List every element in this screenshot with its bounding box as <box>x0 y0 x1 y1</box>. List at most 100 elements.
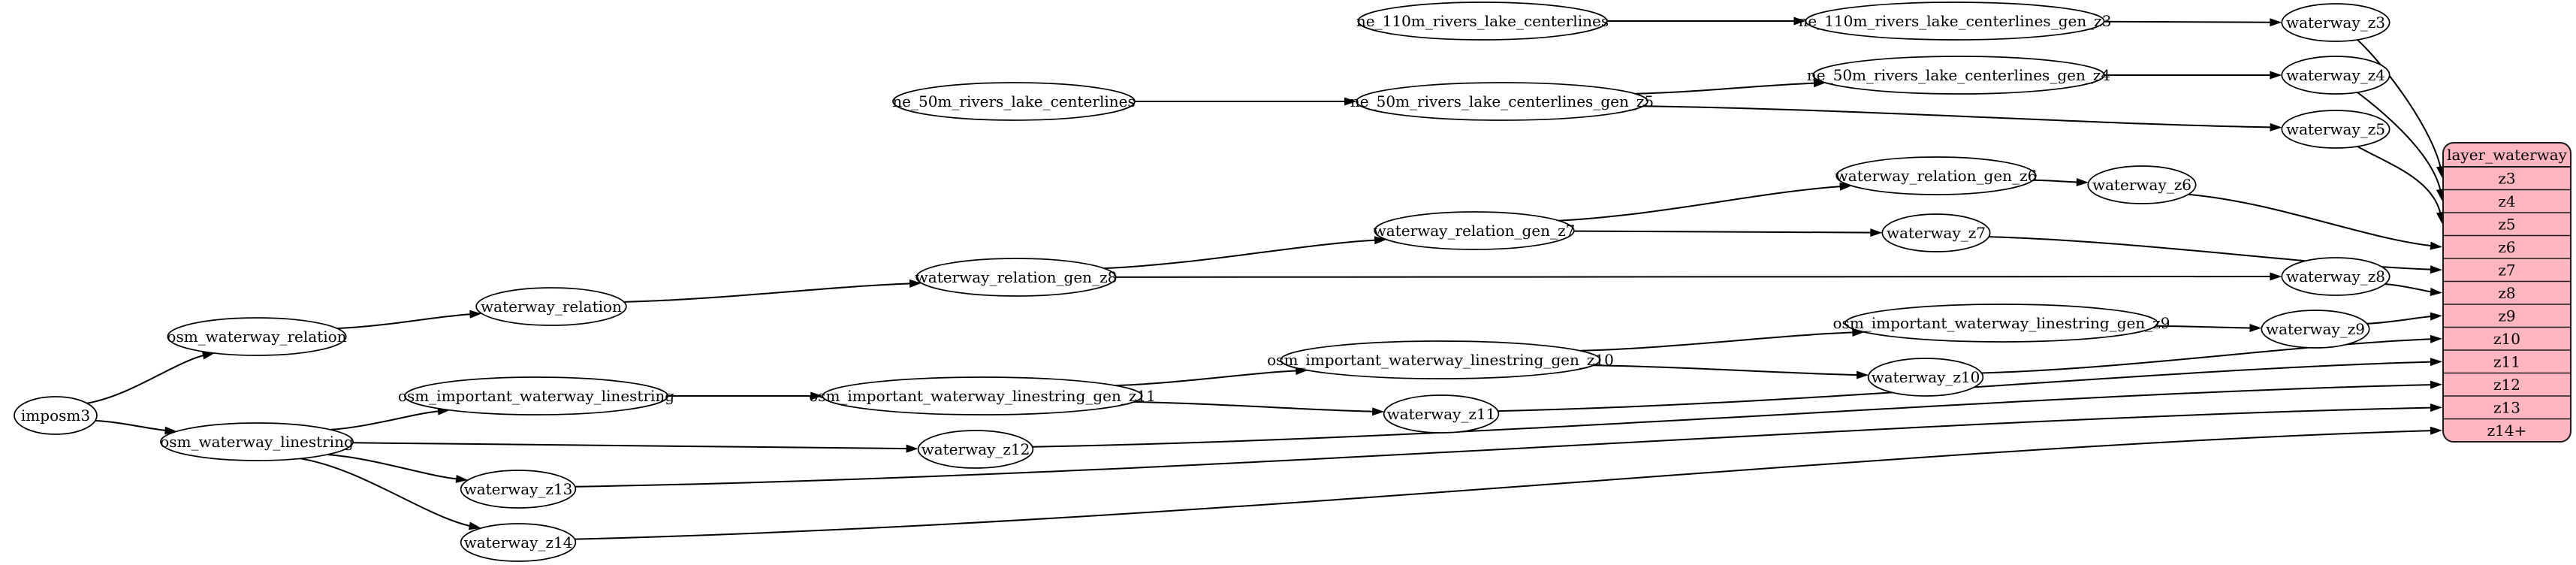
node-label: ne_50m_rivers_lake_centerlines_gen_z5 <box>1350 92 1654 110</box>
node-shape <box>1845 304 2158 343</box>
edge-waterway_relation-to-waterway_relation_gen_z8 <box>623 282 915 303</box>
node-label: ne_50m_rivers_lake_centerlines <box>892 92 1135 110</box>
node-label: ne_110m_rivers_lake_centerlines <box>1356 12 1609 30</box>
arrowhead-icon <box>1374 236 1387 245</box>
node-osm_important_waterway_linestring_gen_z10: osm_important_waterway_linestring_gen_z1… <box>1267 340 1614 379</box>
table-row-z8: z8 <box>2498 284 2515 302</box>
node-shape <box>404 376 668 415</box>
node-waterway_z10: waterway_z10 <box>1867 358 1984 397</box>
node-label: waterway_z13 <box>464 480 573 498</box>
node-waterway_z12: waterway_z12 <box>917 430 1034 469</box>
node-label: imposm3 <box>21 406 90 425</box>
node-label: osm_waterway_relation <box>167 328 346 346</box>
node-shape <box>167 317 347 356</box>
arrowhead-icon <box>2430 380 2442 389</box>
table-row-z10: z10 <box>2493 330 2520 348</box>
node-label: waterway_z7 <box>1887 224 1986 242</box>
node-waterway_relation: waterway_relation <box>475 287 627 326</box>
arrowhead-icon <box>164 426 177 435</box>
node-ne_50m_rivers_lake_centerlines: ne_50m_rivers_lake_centerlines <box>892 82 1136 121</box>
node-label: waterway_z12 <box>922 440 1030 458</box>
node-label: waterway_z8 <box>2286 267 2385 286</box>
node-shape <box>1357 2 1608 41</box>
edge-osm_important_waterway_linestring_gen_z11-to-waterway_z11 <box>1133 400 1377 412</box>
node-label: waterway_relation_gen_z6 <box>1835 167 2038 185</box>
arrowhead-icon <box>2430 312 2442 321</box>
node-shape <box>475 287 627 326</box>
edge-osm_waterway_linestring-to-waterway_z12 <box>352 442 911 450</box>
node-shape <box>915 258 1117 297</box>
edge-osm_important_waterway_linestring_gen_z11-to-osm_important_waterway_linestring_gen_z10 <box>1115 370 1301 387</box>
node-shape <box>1383 394 1500 434</box>
edge-waterway_z4-to-layer_waterway-z4 <box>2357 92 2442 195</box>
node-label: waterway_relation_gen_z8 <box>915 268 1118 286</box>
node-osm_important_waterway_linestring_gen_z11: osm_important_waterway_linestring_gen_z1… <box>809 376 1156 415</box>
table-layer_waterway: layer_waterwayz3z4z5z6z7z8z9z10z11z12z13… <box>2442 142 2571 443</box>
node-label: osm_important_waterway_linestring_gen_z9 <box>1833 314 2170 332</box>
arrowhead-icon <box>1344 97 1357 106</box>
node-label: waterway_z6 <box>2092 176 2191 194</box>
node-label: waterway_z3 <box>2286 14 2385 32</box>
node-label: waterway_z5 <box>2286 120 2385 138</box>
edge-waterway_z3-to-layer_waterway-z3 <box>2357 39 2442 171</box>
edge-ne_50m_rivers_lake_centerlines_gen_z5-to-ne_50m_rivers_lake_centerlines_gen_z4 <box>1635 82 1819 95</box>
node-waterway_z13: waterway_z13 <box>460 470 577 509</box>
node-waterway_relation_gen_z6: waterway_relation_gen_z6 <box>1835 156 2038 195</box>
node-shape <box>2281 56 2390 95</box>
node-imposm3: imposm3 <box>14 396 98 435</box>
node-waterway_z8: waterway_z8 <box>2281 257 2390 296</box>
node-waterway_relation_gen_z7: waterway_relation_gen_z7 <box>1374 211 1576 250</box>
arrowhead-icon <box>2430 288 2442 296</box>
arrowhead-icon <box>1870 228 1883 237</box>
edge-imposm3-to-osm_waterway_linestring <box>95 419 170 432</box>
edge-ne_50m_rivers_lake_centerlines_gen_z5-to-waterway_z5 <box>1642 105 2275 128</box>
arrowhead-icon <box>2270 71 2282 80</box>
node-label: osm_important_waterway_linestring_gen_z1… <box>809 387 1156 405</box>
table-row-z13: z13 <box>2493 398 2520 416</box>
node-shape <box>892 82 1136 121</box>
node-waterway_relation_gen_z8: waterway_relation_gen_z8 <box>915 258 1118 297</box>
node-label: waterway_z4 <box>2286 66 2385 84</box>
arrowhead-icon <box>2430 358 2442 367</box>
node-osm_waterway_linestring: osm_waterway_linestring <box>160 422 354 461</box>
arrowhead-icon <box>2430 265 2442 274</box>
edge-waterway_relation_gen_z7-to-waterway_relation_gen_z6 <box>1558 185 1845 222</box>
arrowhead-icon <box>2270 272 2282 281</box>
edge-osm_waterway_relation-to-waterway_relation <box>336 313 475 330</box>
edge-osm_important_waterway_linestring_gen_z10-to-waterway_z10 <box>1593 364 1862 376</box>
edge-waterway_relation_gen_z8-to-waterway_relation_gen_z7 <box>1103 239 1380 270</box>
arrowhead-icon <box>2430 241 2442 250</box>
node-shape <box>1374 211 1575 250</box>
node-waterway_z9: waterway_z9 <box>2261 310 2370 349</box>
node-label: ne_50m_rivers_lake_centerlines_gen_z4 <box>1807 66 2110 84</box>
arrowhead-icon <box>455 475 469 483</box>
node-shape <box>2281 3 2390 42</box>
arrowhead-icon <box>2076 178 2089 186</box>
node-label: osm_waterway_linestring <box>160 433 354 451</box>
arrowhead-icon <box>1793 17 1806 26</box>
node-ne_50m_rivers_lake_centerlines_gen_z5: ne_50m_rivers_lake_centerlines_gen_z5 <box>1350 82 1654 121</box>
arrowhead-icon <box>2430 426 2442 435</box>
arrowhead-icon <box>810 391 823 400</box>
table-row-z12: z12 <box>2493 376 2520 394</box>
edge-waterway_z5-to-layer_waterway-z5 <box>2357 146 2442 217</box>
arrowhead-icon <box>2249 324 2262 332</box>
node-waterway_z14: waterway_z14 <box>460 523 577 562</box>
node-shape <box>460 470 577 509</box>
node-label: waterway_relation_gen_z7 <box>1374 222 1576 240</box>
node-osm_important_waterway_linestring: osm_important_waterway_linestring <box>398 376 674 415</box>
node-shape <box>1835 156 2037 195</box>
edge-osm_waterway_linestring-to-waterway_z14 <box>300 458 474 528</box>
node-shape <box>2281 257 2390 296</box>
node-shape <box>1280 340 1601 379</box>
arrowhead-icon <box>469 310 482 319</box>
table-row-z5: z5 <box>2498 215 2515 233</box>
node-waterway_z6: waterway_z6 <box>2087 165 2197 204</box>
node-shape <box>1356 82 1648 121</box>
node-osm_waterway_relation: osm_waterway_relation <box>167 317 347 356</box>
node-shape <box>1867 358 1984 397</box>
node-shape <box>2261 310 2370 349</box>
node-label: osm_important_waterway_linestring <box>398 387 674 405</box>
